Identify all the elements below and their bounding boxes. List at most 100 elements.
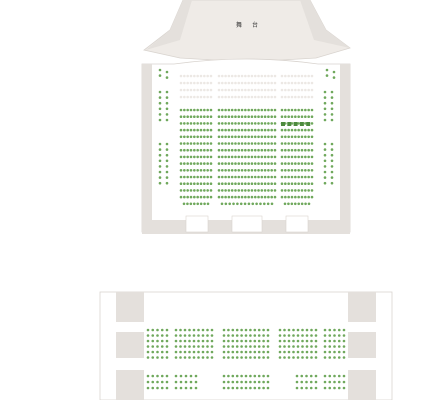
balcony-seat[interactable]	[283, 356, 286, 359]
seat[interactable]	[217, 175, 221, 179]
seat[interactable]	[290, 115, 294, 118]
side-seat[interactable]	[165, 96, 169, 99]
seat[interactable]	[224, 155, 227, 159]
balcony-seat[interactable]	[244, 339, 248, 343]
seat[interactable]	[224, 182, 227, 185]
seat[interactable]	[304, 162, 307, 165]
balcony-seat[interactable]	[314, 334, 318, 337]
seat[interactable]	[209, 115, 213, 118]
seat[interactable]	[257, 148, 260, 152]
seat[interactable]	[260, 115, 264, 118]
seat[interactable]	[280, 169, 284, 172]
balcony-seat[interactable]	[227, 350, 230, 354]
seat[interactable]	[240, 169, 244, 172]
seat[interactable]	[250, 148, 254, 152]
seat[interactable]	[193, 148, 196, 152]
seat[interactable]	[244, 182, 247, 185]
seat[interactable]	[183, 195, 186, 199]
seat[interactable]	[267, 189, 270, 192]
balcony-seat[interactable]	[227, 356, 230, 359]
seat[interactable]	[203, 202, 206, 206]
balcony-seat[interactable]	[333, 356, 336, 359]
seat[interactable]	[240, 135, 244, 139]
balcony-seat[interactable]	[310, 345, 313, 348]
seat[interactable]	[267, 148, 270, 152]
balcony-seat[interactable]	[156, 339, 159, 343]
seat[interactable]	[220, 202, 224, 206]
balcony-seat[interactable]	[287, 339, 291, 343]
seat[interactable]	[270, 202, 274, 206]
balcony-seat[interactable]	[296, 339, 300, 343]
balcony-seat[interactable]	[210, 356, 214, 359]
seat[interactable]	[240, 122, 244, 125]
balcony-seat[interactable]	[283, 328, 286, 332]
seat[interactable]	[189, 189, 193, 192]
seat[interactable]	[280, 175, 284, 179]
seat[interactable]	[280, 162, 284, 165]
seat[interactable]	[310, 169, 314, 172]
seat[interactable]	[297, 189, 300, 192]
seat[interactable]	[253, 175, 257, 179]
side-seat[interactable]	[330, 113, 334, 116]
seat[interactable]	[257, 195, 260, 199]
balcony-seat[interactable]	[156, 328, 159, 332]
seat[interactable]	[300, 135, 304, 139]
seat[interactable]	[196, 142, 199, 145]
seat[interactable]	[189, 108, 193, 112]
balcony-seat[interactable]	[160, 380, 164, 384]
seat[interactable]	[300, 142, 304, 145]
seat[interactable]	[297, 128, 300, 132]
seat[interactable]	[270, 148, 274, 152]
balcony-seat[interactable]	[197, 350, 200, 354]
seat[interactable]	[280, 148, 284, 152]
balcony-seat[interactable]	[222, 328, 226, 332]
seat[interactable]	[287, 142, 290, 145]
balcony-seat[interactable]	[323, 380, 327, 384]
seat[interactable]	[206, 122, 209, 125]
balcony-seat[interactable]	[333, 386, 336, 390]
balcony-seat[interactable]	[296, 350, 300, 354]
seat[interactable]	[250, 108, 254, 112]
seat[interactable]	[304, 128, 307, 132]
balcony-seat[interactable]	[314, 328, 318, 332]
balcony-seat[interactable]	[249, 328, 252, 332]
seat[interactable]	[227, 128, 231, 132]
balcony-seat[interactable]	[295, 374, 299, 378]
seat[interactable]	[240, 195, 244, 199]
balcony-seat[interactable]	[183, 328, 187, 332]
side-seat[interactable]	[165, 159, 169, 163]
seat[interactable]	[179, 115, 183, 118]
side-seat[interactable]	[158, 170, 162, 174]
seat[interactable]	[253, 122, 257, 125]
balcony-seat[interactable]	[179, 334, 182, 337]
seat[interactable]	[310, 128, 314, 132]
seat[interactable]	[284, 128, 287, 132]
side-seat[interactable]	[323, 113, 327, 116]
seat[interactable]	[253, 189, 257, 192]
balcony-seat[interactable]	[183, 345, 187, 348]
seat[interactable]	[240, 155, 244, 159]
side-seat[interactable]	[165, 90, 169, 94]
seat[interactable]	[307, 115, 310, 118]
seat[interactable]	[310, 182, 314, 185]
seat[interactable]	[179, 155, 183, 159]
balcony-seat[interactable]	[314, 339, 318, 343]
seat[interactable]	[263, 108, 267, 112]
seat[interactable]	[186, 162, 189, 165]
seat[interactable]	[237, 142, 241, 145]
balcony-seat[interactable]	[179, 374, 183, 378]
seat[interactable]	[240, 182, 244, 185]
balcony-seat[interactable]	[201, 345, 205, 348]
seat[interactable]	[183, 182, 186, 185]
balcony-seat[interactable]	[183, 356, 187, 359]
balcony-seat[interactable]	[160, 356, 164, 359]
seat[interactable]	[244, 122, 247, 125]
seat[interactable]	[217, 182, 221, 185]
seat[interactable]	[300, 202, 304, 206]
balcony-seat[interactable]	[227, 334, 230, 337]
balcony-seat[interactable]	[151, 339, 155, 343]
side-seat[interactable]	[330, 153, 334, 157]
seat[interactable]	[253, 108, 257, 112]
seat[interactable]	[293, 202, 297, 206]
side-seat[interactable]	[158, 118, 162, 122]
